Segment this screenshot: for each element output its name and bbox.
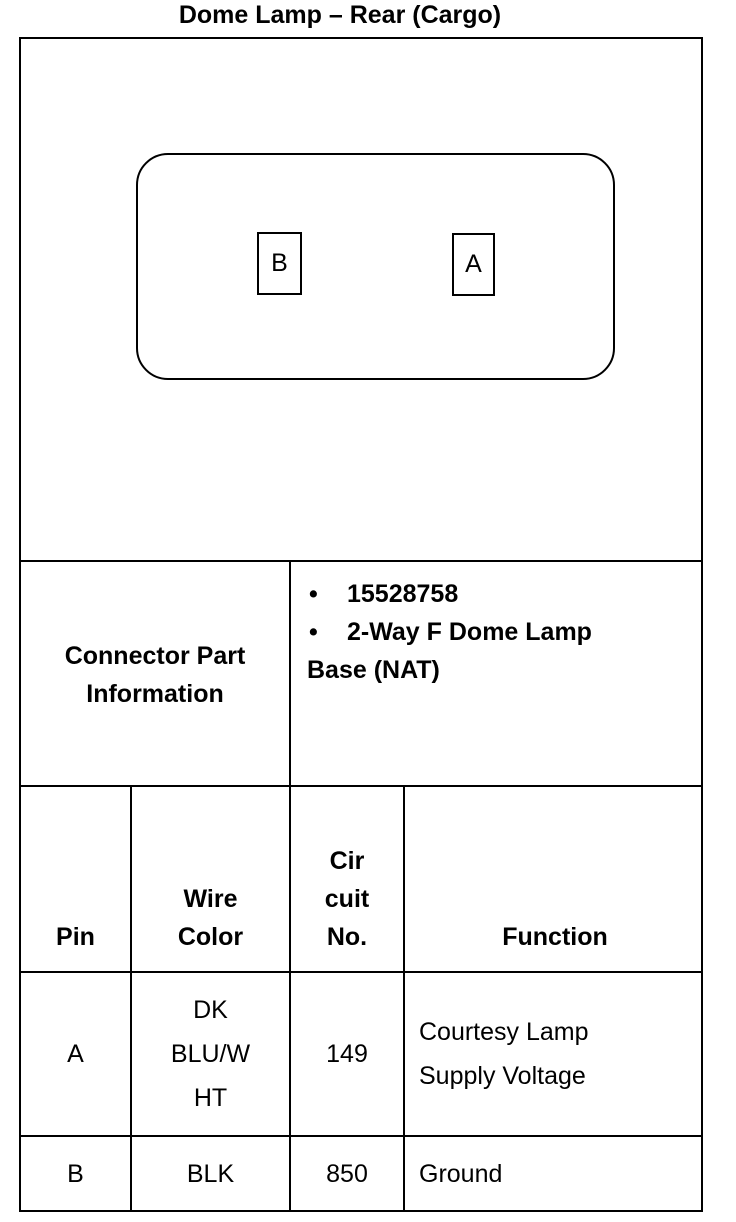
divider-line [289, 560, 291, 1210]
header-pin: Pin [21, 787, 130, 971]
circuit-value: 149 [326, 1040, 368, 1068]
diagram-title: Dome Lamp – Rear (Cargo) [178, 1, 502, 29]
bullet-icon: • [309, 580, 318, 608]
row-b-pin: B [21, 1137, 130, 1210]
wire-color-line3: HT [193, 1084, 228, 1112]
bullet-icon: • [309, 618, 318, 646]
pin-cavity-b: B [257, 232, 302, 295]
function-line1: Courtesy Lamp [419, 1018, 589, 1046]
connector-body: B A [136, 153, 615, 380]
row-a-pin: A [21, 973, 130, 1135]
header-wire-color-line1: Wire [183, 885, 238, 913]
row-a-wire-color: DK BLU/W HT [132, 973, 289, 1135]
divider-line [130, 785, 132, 1210]
wire-color-line2: BLU/W [170, 1040, 251, 1068]
circuit-value: 850 [326, 1159, 368, 1188]
header-circuit-line3: No. [326, 923, 368, 951]
connector-part-info-list: • 15528758 • 2-Way F Dome Lamp Base (NAT… [291, 575, 703, 689]
header-function: Function [405, 787, 705, 971]
header-wire-color-line2: Color [177, 923, 244, 951]
part-number: 15528758 [347, 580, 459, 608]
pin-value: B [67, 1159, 84, 1188]
connector-part-info-label-line1: Connector Part [64, 641, 246, 670]
divider-line [21, 560, 701, 562]
header-function-label: Function [502, 923, 608, 951]
function-value: Ground [419, 1159, 503, 1188]
connector-table-frame: B A Connector Part Information • 1552875… [19, 37, 703, 1212]
header-circuit-line1: Cir [329, 847, 365, 875]
connector-part-info-label: Connector Part Information [21, 562, 289, 787]
connector-description: 2-Way F Dome Lamp [347, 618, 592, 646]
row-b-function: Ground [419, 1137, 703, 1210]
connector-part-info-label-line2: Information [86, 679, 224, 708]
wire-color-value: BLK [186, 1159, 235, 1188]
list-item: • 2-Way F Dome Lamp [291, 613, 703, 651]
list-item: • 15528758 [291, 575, 703, 613]
row-b-circuit: 850 [291, 1137, 403, 1210]
row-a-circuit: 149 [291, 973, 403, 1135]
connector-description-continued: Base (NAT) [307, 656, 440, 684]
header-circuit-no: Cir cuit No. [291, 787, 403, 971]
divider-line [21, 1135, 701, 1137]
pin-value: A [67, 1040, 84, 1068]
row-b-wire-color: BLK [132, 1137, 289, 1210]
divider-line [403, 785, 405, 1210]
connector-face-view: B A [21, 39, 701, 560]
function-line2: Supply Voltage [419, 1062, 586, 1090]
header-wire-color: Wire Color [132, 787, 289, 971]
row-a-function: Courtesy Lamp Supply Voltage [419, 973, 703, 1135]
pin-cavity-a: A [452, 233, 495, 296]
divider-line [21, 971, 701, 973]
header-circuit-line2: cuit [324, 885, 370, 913]
header-pin-label: Pin [56, 923, 95, 951]
wire-color-line1: DK [193, 996, 228, 1024]
divider-line [21, 785, 701, 787]
